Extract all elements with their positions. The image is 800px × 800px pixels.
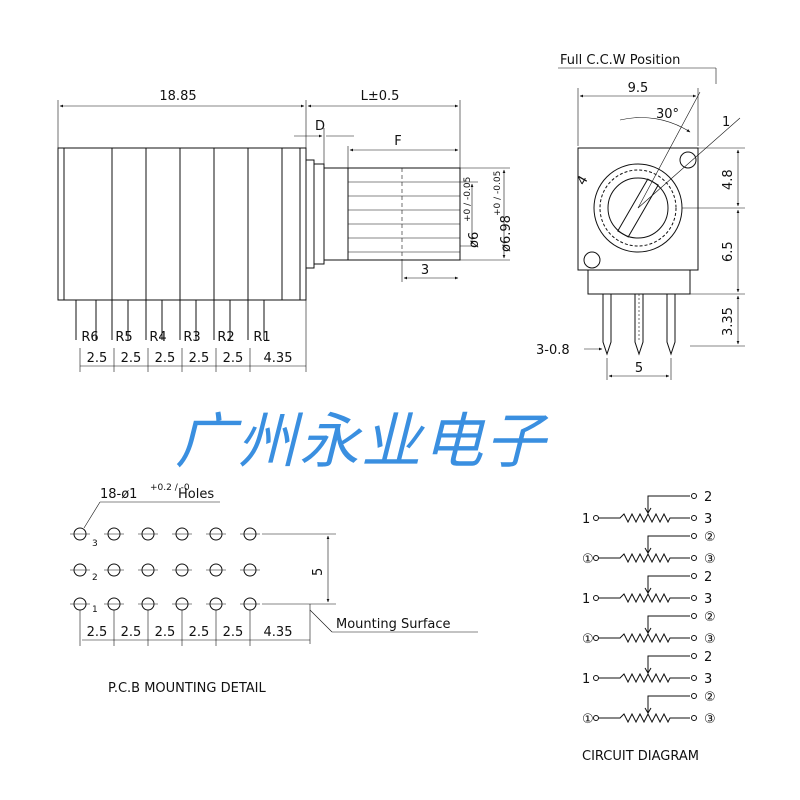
- terminal-label-left: 1: [582, 512, 590, 527]
- terminal-label-left: 1: [582, 672, 590, 687]
- terminal-label-bottom: 3: [704, 512, 712, 527]
- pin-label-r2: R2: [217, 330, 234, 345]
- terminal-label-left: 1: [582, 592, 590, 607]
- pointer-num: 1: [722, 115, 730, 130]
- side-pins: [75, 300, 265, 340]
- terminal-label-top: 2: [704, 650, 712, 665]
- pin-label-r4: R4: [149, 330, 166, 345]
- shaft-slot: [617, 178, 659, 238]
- pitch-6: 4.35: [264, 351, 293, 366]
- potentiometer-symbol: ① ② ③: [582, 530, 716, 567]
- terminal-label-bottom: ③: [704, 632, 716, 647]
- potentiometer-symbol: ① ② ③: [582, 610, 716, 647]
- h-lower-dim: 6.5: [721, 241, 736, 262]
- f-dim: F: [394, 134, 401, 149]
- pin-spec: 3-0.8: [536, 343, 570, 358]
- pcb-pitch-4: 2.5: [189, 625, 210, 640]
- pin-label-r1: R1: [253, 330, 270, 345]
- pitch-1: 2.5: [87, 351, 108, 366]
- terminal-label-left: ①: [582, 712, 594, 727]
- terminal-label-top: 2: [704, 490, 712, 505]
- width-dim: 9.5: [628, 81, 649, 96]
- pcb-title: P.C.B MOUNTING DETAIL: [108, 681, 266, 696]
- terminal-label-bottom: ③: [704, 552, 716, 567]
- slot-label: 4: [574, 173, 591, 188]
- row-label-1: 1: [92, 605, 98, 615]
- pitch-5: 2.5: [223, 351, 244, 366]
- shaft-length-dim: L±0.5: [361, 89, 400, 104]
- pcb-vertical-dim: 5: [311, 568, 326, 576]
- potentiometer-symbol: 1 2 3: [582, 570, 712, 607]
- pin-span-dim: 5: [635, 361, 643, 376]
- pin-len-dim: 3.35: [721, 307, 736, 336]
- pin-label-r6: R6: [81, 330, 98, 345]
- terminal-label-top: ②: [704, 690, 716, 705]
- pcb-mounting-detail: 18-ø1 +0.2 / -0 Holes 3 2 1 5 Mounting S…: [70, 483, 478, 696]
- pin-label-r5: R5: [115, 330, 132, 345]
- holes-suffix: Holes: [178, 487, 214, 502]
- body-length-dim: 18.85: [159, 89, 196, 104]
- terminal-label-left: ①: [582, 632, 594, 647]
- terminal-label-bottom: ③: [704, 712, 716, 727]
- pcb-pitch-6: 4.35: [264, 625, 293, 640]
- knurled-shaft: [347, 167, 461, 261]
- terminal-label-top: ②: [704, 530, 716, 545]
- mounting-surface-label: Mounting Surface: [336, 617, 451, 632]
- pcb-pitch-5: 2.5: [223, 625, 244, 640]
- terminal-label-bottom: 3: [704, 672, 712, 687]
- company-watermark: 广州永业电子: [175, 407, 549, 477]
- d-dim: D: [315, 119, 325, 134]
- potentiometer-symbol: 1 2 3: [582, 650, 712, 687]
- ccw-label: Full C.C.W Position: [560, 53, 680, 68]
- pcb-pitch-3: 2.5: [155, 625, 176, 640]
- pin-label-r3: R3: [183, 330, 200, 345]
- potentiometer-symbol: ① ② ③: [582, 690, 716, 727]
- knurl-dia-tol: +0 / -0.05: [493, 171, 503, 216]
- angle-label: 30°: [656, 107, 679, 122]
- circuit-title: CIRCUIT DIAGRAM: [582, 749, 699, 764]
- shaft-dia-tol: +0 / -0.05: [463, 177, 473, 222]
- pitch-4: 2.5: [189, 351, 210, 366]
- front-pins: [602, 294, 676, 356]
- side-view: 18.85 L±0.5 D F 3 ø6 +0 / -0.05 ø6.98 +0…: [57, 89, 514, 372]
- pot-body: [57, 147, 307, 301]
- terminal-label-bottom: 3: [704, 592, 712, 607]
- potentiometer-symbol: 1 2 3: [582, 490, 712, 527]
- knurl-length-dim: 3: [421, 263, 429, 278]
- row-label-3: 3: [92, 539, 98, 549]
- terminal-label-top: ②: [704, 610, 716, 625]
- knurl-dia-dim: ø6.98: [499, 215, 514, 252]
- pcb-pitch-1: 2.5: [87, 625, 108, 640]
- front-view: Full C.C.W Position 30° 1 4 9.5: [536, 53, 745, 380]
- shaft-dia-dim: ø6: [467, 232, 482, 248]
- row-label-2: 2: [92, 573, 98, 583]
- holes-label: 18-ø1: [100, 487, 137, 502]
- hole-grid: [70, 527, 260, 646]
- holes-tol: +0.2 / -0: [150, 483, 190, 493]
- pcb-pitch-2: 2.5: [121, 625, 142, 640]
- terminal-label-top: 2: [704, 570, 712, 585]
- h-upper-dim: 4.8: [721, 169, 736, 190]
- pitch-3: 2.5: [155, 351, 176, 366]
- circuit-diagram: 1 2 3 ① ② ③ 1 2 3 ① ② ③ 1 2 3 ① ② ③: [582, 490, 716, 727]
- pitch-2: 2.5: [121, 351, 142, 366]
- terminal-label-left: ①: [582, 552, 594, 567]
